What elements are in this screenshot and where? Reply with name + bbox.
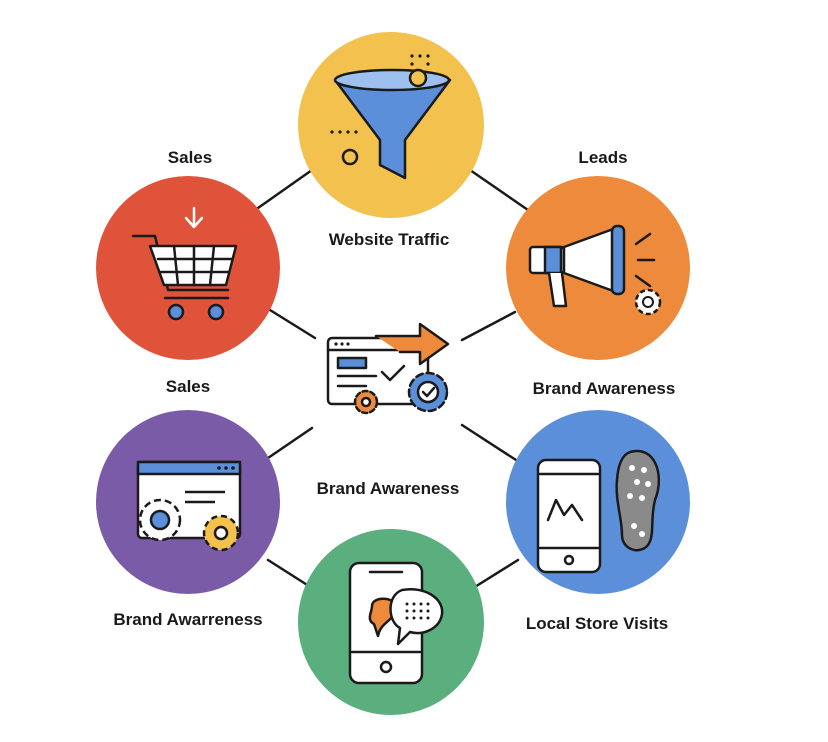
label-brand-awareness-center: Brand Awareness — [316, 479, 460, 498]
small-gear-icon — [634, 288, 662, 316]
connector-sales-center — [268, 308, 317, 340]
connector-website-leads — [468, 168, 530, 212]
connector-center-local — [460, 423, 518, 462]
label-brand-awarreness-left: Brand Awarreness — [113, 610, 263, 629]
shopping-cart-icon — [131, 206, 238, 321]
smartphone-footprint-icon — [536, 449, 660, 574]
label-local-store-visits: Local Store Visits — [525, 614, 669, 633]
browser-gears-icon — [136, 460, 242, 552]
label-sales-top: Sales — [167, 148, 213, 167]
label-leads: Leads — [578, 148, 628, 167]
connector-center-leads — [460, 310, 517, 342]
megaphone-icon — [528, 224, 656, 308]
label-brand-awareness-right: Brand Awareness — [532, 379, 676, 398]
label-website-traffic: Website Traffic — [328, 230, 450, 249]
connector-brand-center — [266, 426, 314, 460]
browser-arrow-gears-icon — [326, 322, 450, 415]
chat-phone-icon — [348, 561, 444, 685]
connector-sales-website — [256, 168, 314, 210]
connector-green-local — [468, 558, 520, 592]
label-sales-mid: Sales — [165, 377, 211, 396]
connector-brand-green — [266, 558, 314, 590]
funnel-icon — [330, 54, 452, 180]
connector-lines — [256, 168, 530, 592]
